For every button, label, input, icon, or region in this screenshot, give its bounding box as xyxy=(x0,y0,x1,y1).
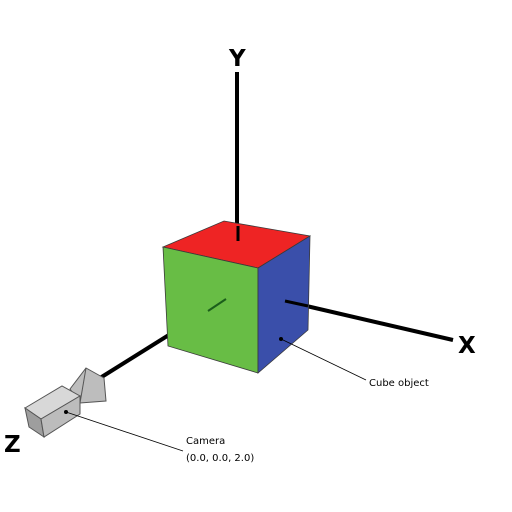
camera-position-label: (0.0, 0.0, 2.0) xyxy=(186,453,254,464)
cube-object-label: Cube object xyxy=(369,378,429,389)
x-axis-label: X xyxy=(458,333,476,359)
z-axis-stub xyxy=(207,298,227,312)
camera xyxy=(24,367,107,439)
cube-right-face xyxy=(257,235,311,374)
cube-leader-line xyxy=(280,338,367,381)
cube-object xyxy=(161,220,312,374)
z-axis-label: Z xyxy=(4,432,21,458)
camera-body-side xyxy=(40,395,81,438)
camera-leader-line xyxy=(65,411,184,452)
camera-label: Camera xyxy=(186,436,225,447)
x-axis-line xyxy=(284,299,454,342)
y-axis-label: Y xyxy=(228,46,246,72)
x-axis-stub xyxy=(284,299,309,308)
